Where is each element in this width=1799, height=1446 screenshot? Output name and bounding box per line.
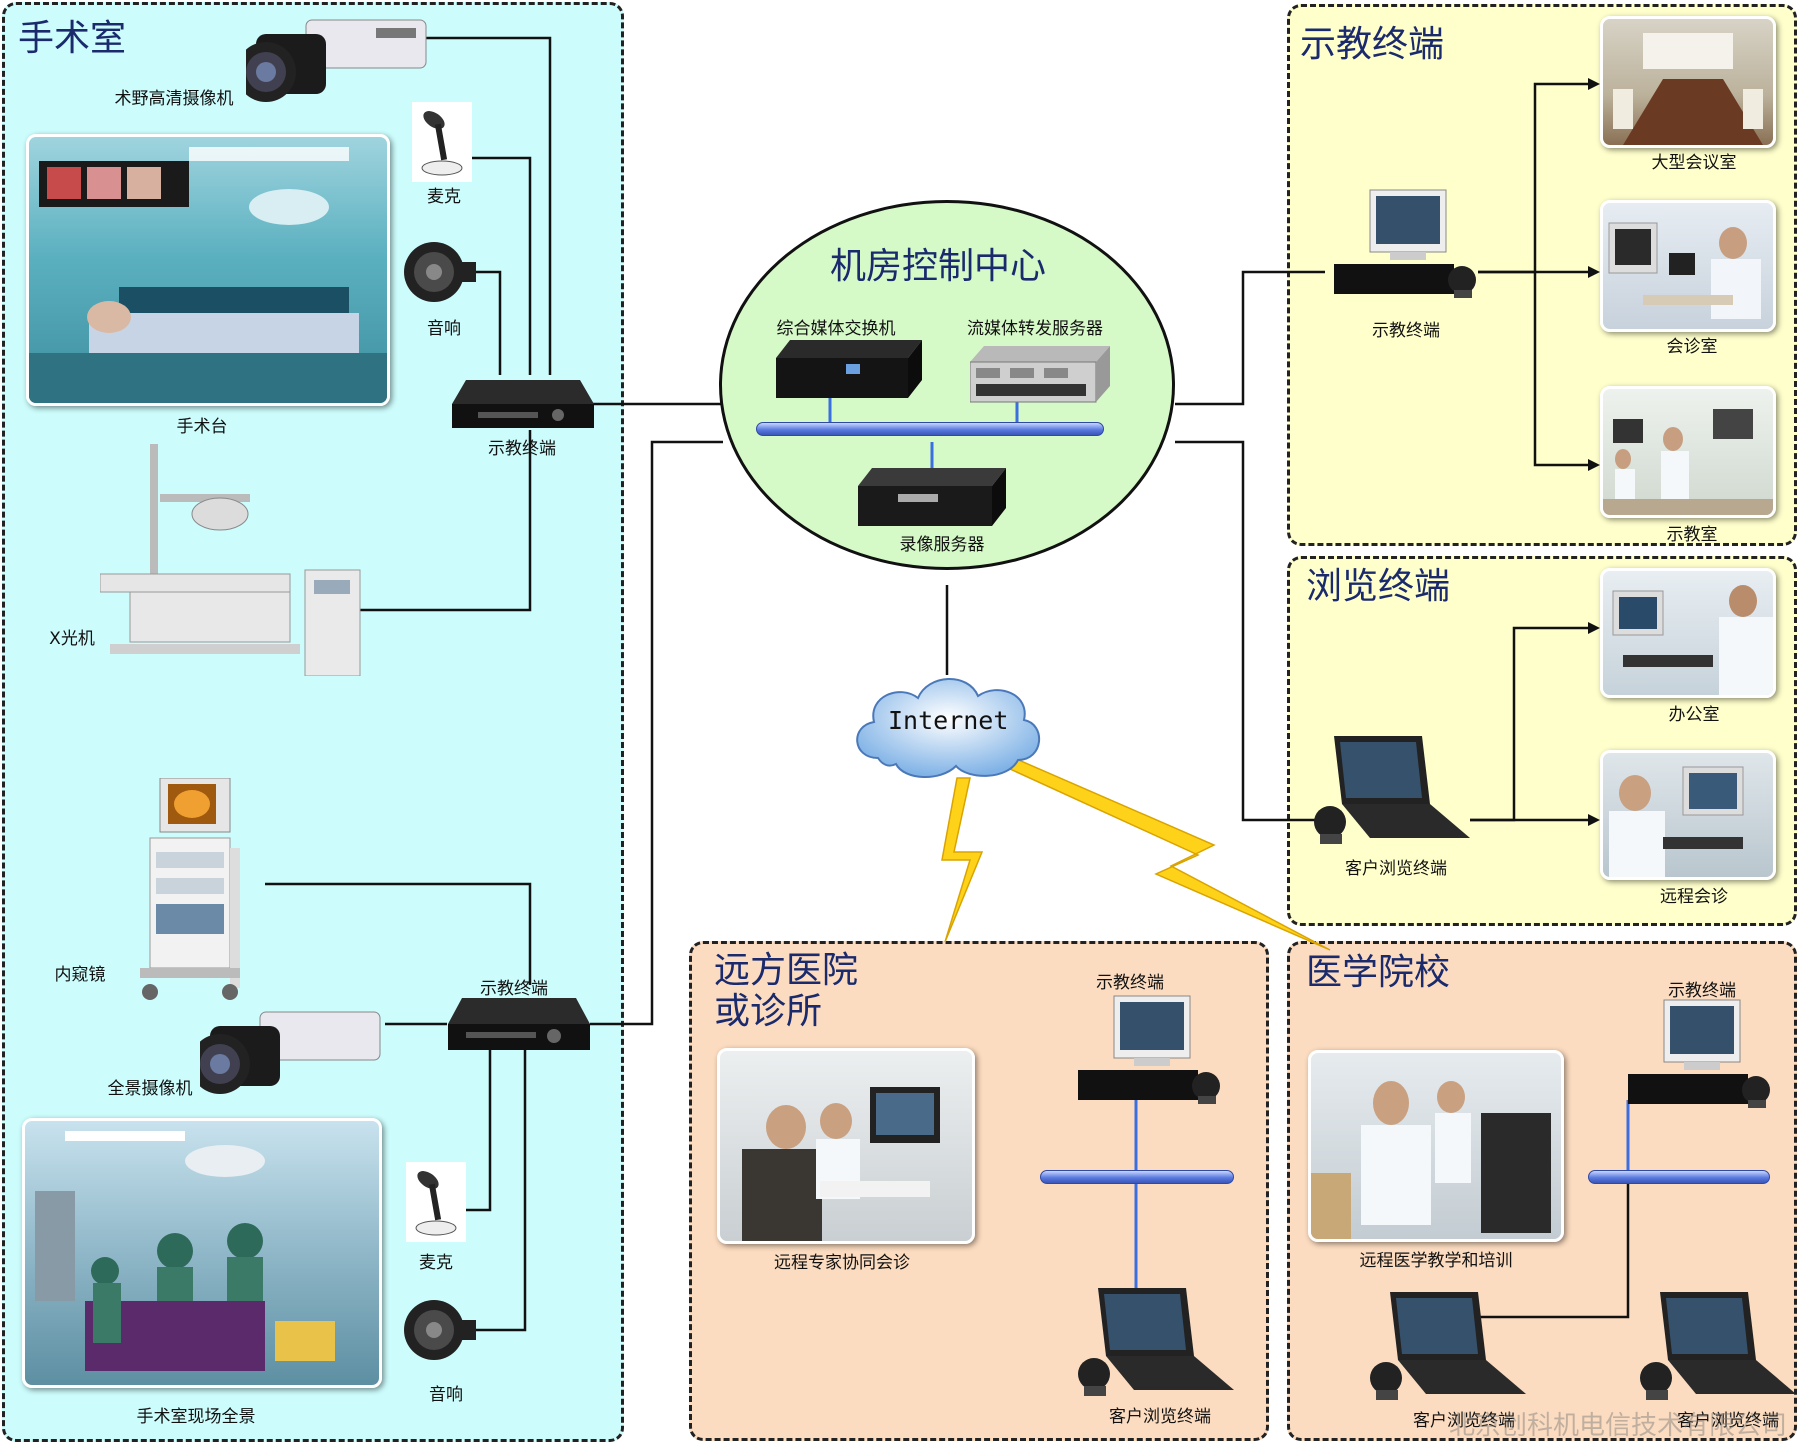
xray-label: X光机 [49,629,95,649]
teaching-terminal-2-icon [448,998,590,1050]
recording-server-label: 录像服务器 [899,535,985,555]
speaker-icon [404,242,476,302]
remote-consult-photo [1600,750,1776,880]
school-client-2-label: 客户浏览终端 [1677,1411,1779,1431]
school-client-laptop-1-icon [1370,1292,1526,1400]
internet-label: Internet [888,706,1009,735]
control-center-title: 机房控制中心 [830,246,1047,287]
teaching-room-label: 示教室 [1666,525,1718,545]
remote-expert-photo [717,1048,975,1244]
endoscope-label: 内窥镜 [54,965,106,985]
remote-terminal-label: 示教终端 [1096,973,1164,993]
large-meeting-room-photo [1600,16,1776,148]
client-laptop-right-icon [1314,736,1470,844]
remote-terminal-pc-icon [1078,995,1220,1104]
speaker-1-label: 音响 [427,319,461,339]
hd-camera-label: 术野高清摄像机 [114,89,234,109]
remote-hospital-bus [1040,1170,1234,1184]
microphone-2-icon [406,1162,466,1242]
terminal-2-label: 示教终端 [480,979,548,999]
office-photo [1600,568,1776,698]
medical-school-bus [1588,1170,1770,1184]
operating-room-title: 手术室 [18,18,127,59]
school-terminal-label: 示教终端 [1668,981,1736,1001]
client-browser-right-label: 客户浏览终端 [1345,859,1447,879]
terminal-1-label: 示教终端 [488,439,556,459]
watermark: 北京创科机电信技术有限公司 [1448,1411,1787,1441]
medical-school-title: 医学院校 [1306,952,1451,993]
mic-1-label: 麦克 [427,187,461,207]
browse-terminal-title: 浏览终端 [1306,566,1451,607]
mic-2-label: 麦克 [419,1253,453,1273]
teach-terminal-right-label: 示教终端 [1372,321,1440,341]
operating-table-photo [26,134,390,406]
remote-client-label: 客户浏览终端 [1109,1407,1211,1427]
teaching-terminal-title: 示教终端 [1300,24,1445,65]
speaker-2-icon [404,1300,476,1360]
remote-training-photo [1308,1050,1564,1242]
streaming-server-label: 流媒体转发服务器 [967,319,1103,339]
endoscope-icon [140,778,240,1000]
school-client-1-label: 客户浏览终端 [1413,1411,1515,1431]
consultation-room-photo [1600,200,1776,332]
streaming-server-icon [970,346,1110,403]
large-meeting-room-label: 大型会议室 [1651,153,1737,173]
speaker-2-label: 音响 [429,1385,463,1405]
or-panorama-photo [22,1118,382,1388]
media-switch-label: 综合媒体交换机 [776,319,896,339]
remote-expert-label: 远程专家协同会诊 [774,1253,910,1273]
microphone-icon [412,102,472,182]
panorama-camera-label: 全景摄像机 [107,1079,193,1099]
teaching-pc-icon [1334,189,1476,298]
teaching-terminal-1-icon [452,380,594,428]
recording-server-icon [858,468,1006,526]
remote-hospital-title: 远方医院 或诊所 [714,950,859,1033]
operating-table-label: 手术台 [176,417,228,437]
media-switch-icon [776,340,922,398]
remote-training-label: 远程医学教学和培训 [1359,1251,1513,1271]
or-panorama-label: 手术室现场全景 [136,1407,256,1427]
panorama-camera-icon [200,1011,381,1094]
school-client-laptop-2-icon [1640,1292,1796,1400]
hd-camera-icon [246,19,427,102]
remote-consult-label: 远程会诊 [1660,887,1728,907]
office-label: 办公室 [1668,705,1720,725]
internet-cloud-icon [856,678,1040,779]
xray-machine-icon [100,444,361,676]
school-terminal-pc-icon [1628,999,1770,1108]
consultation-room-label: 会诊室 [1666,337,1718,357]
teaching-room-photo [1600,386,1776,518]
remote-client-laptop-icon [1078,1288,1234,1396]
control-center-bus [756,422,1104,436]
